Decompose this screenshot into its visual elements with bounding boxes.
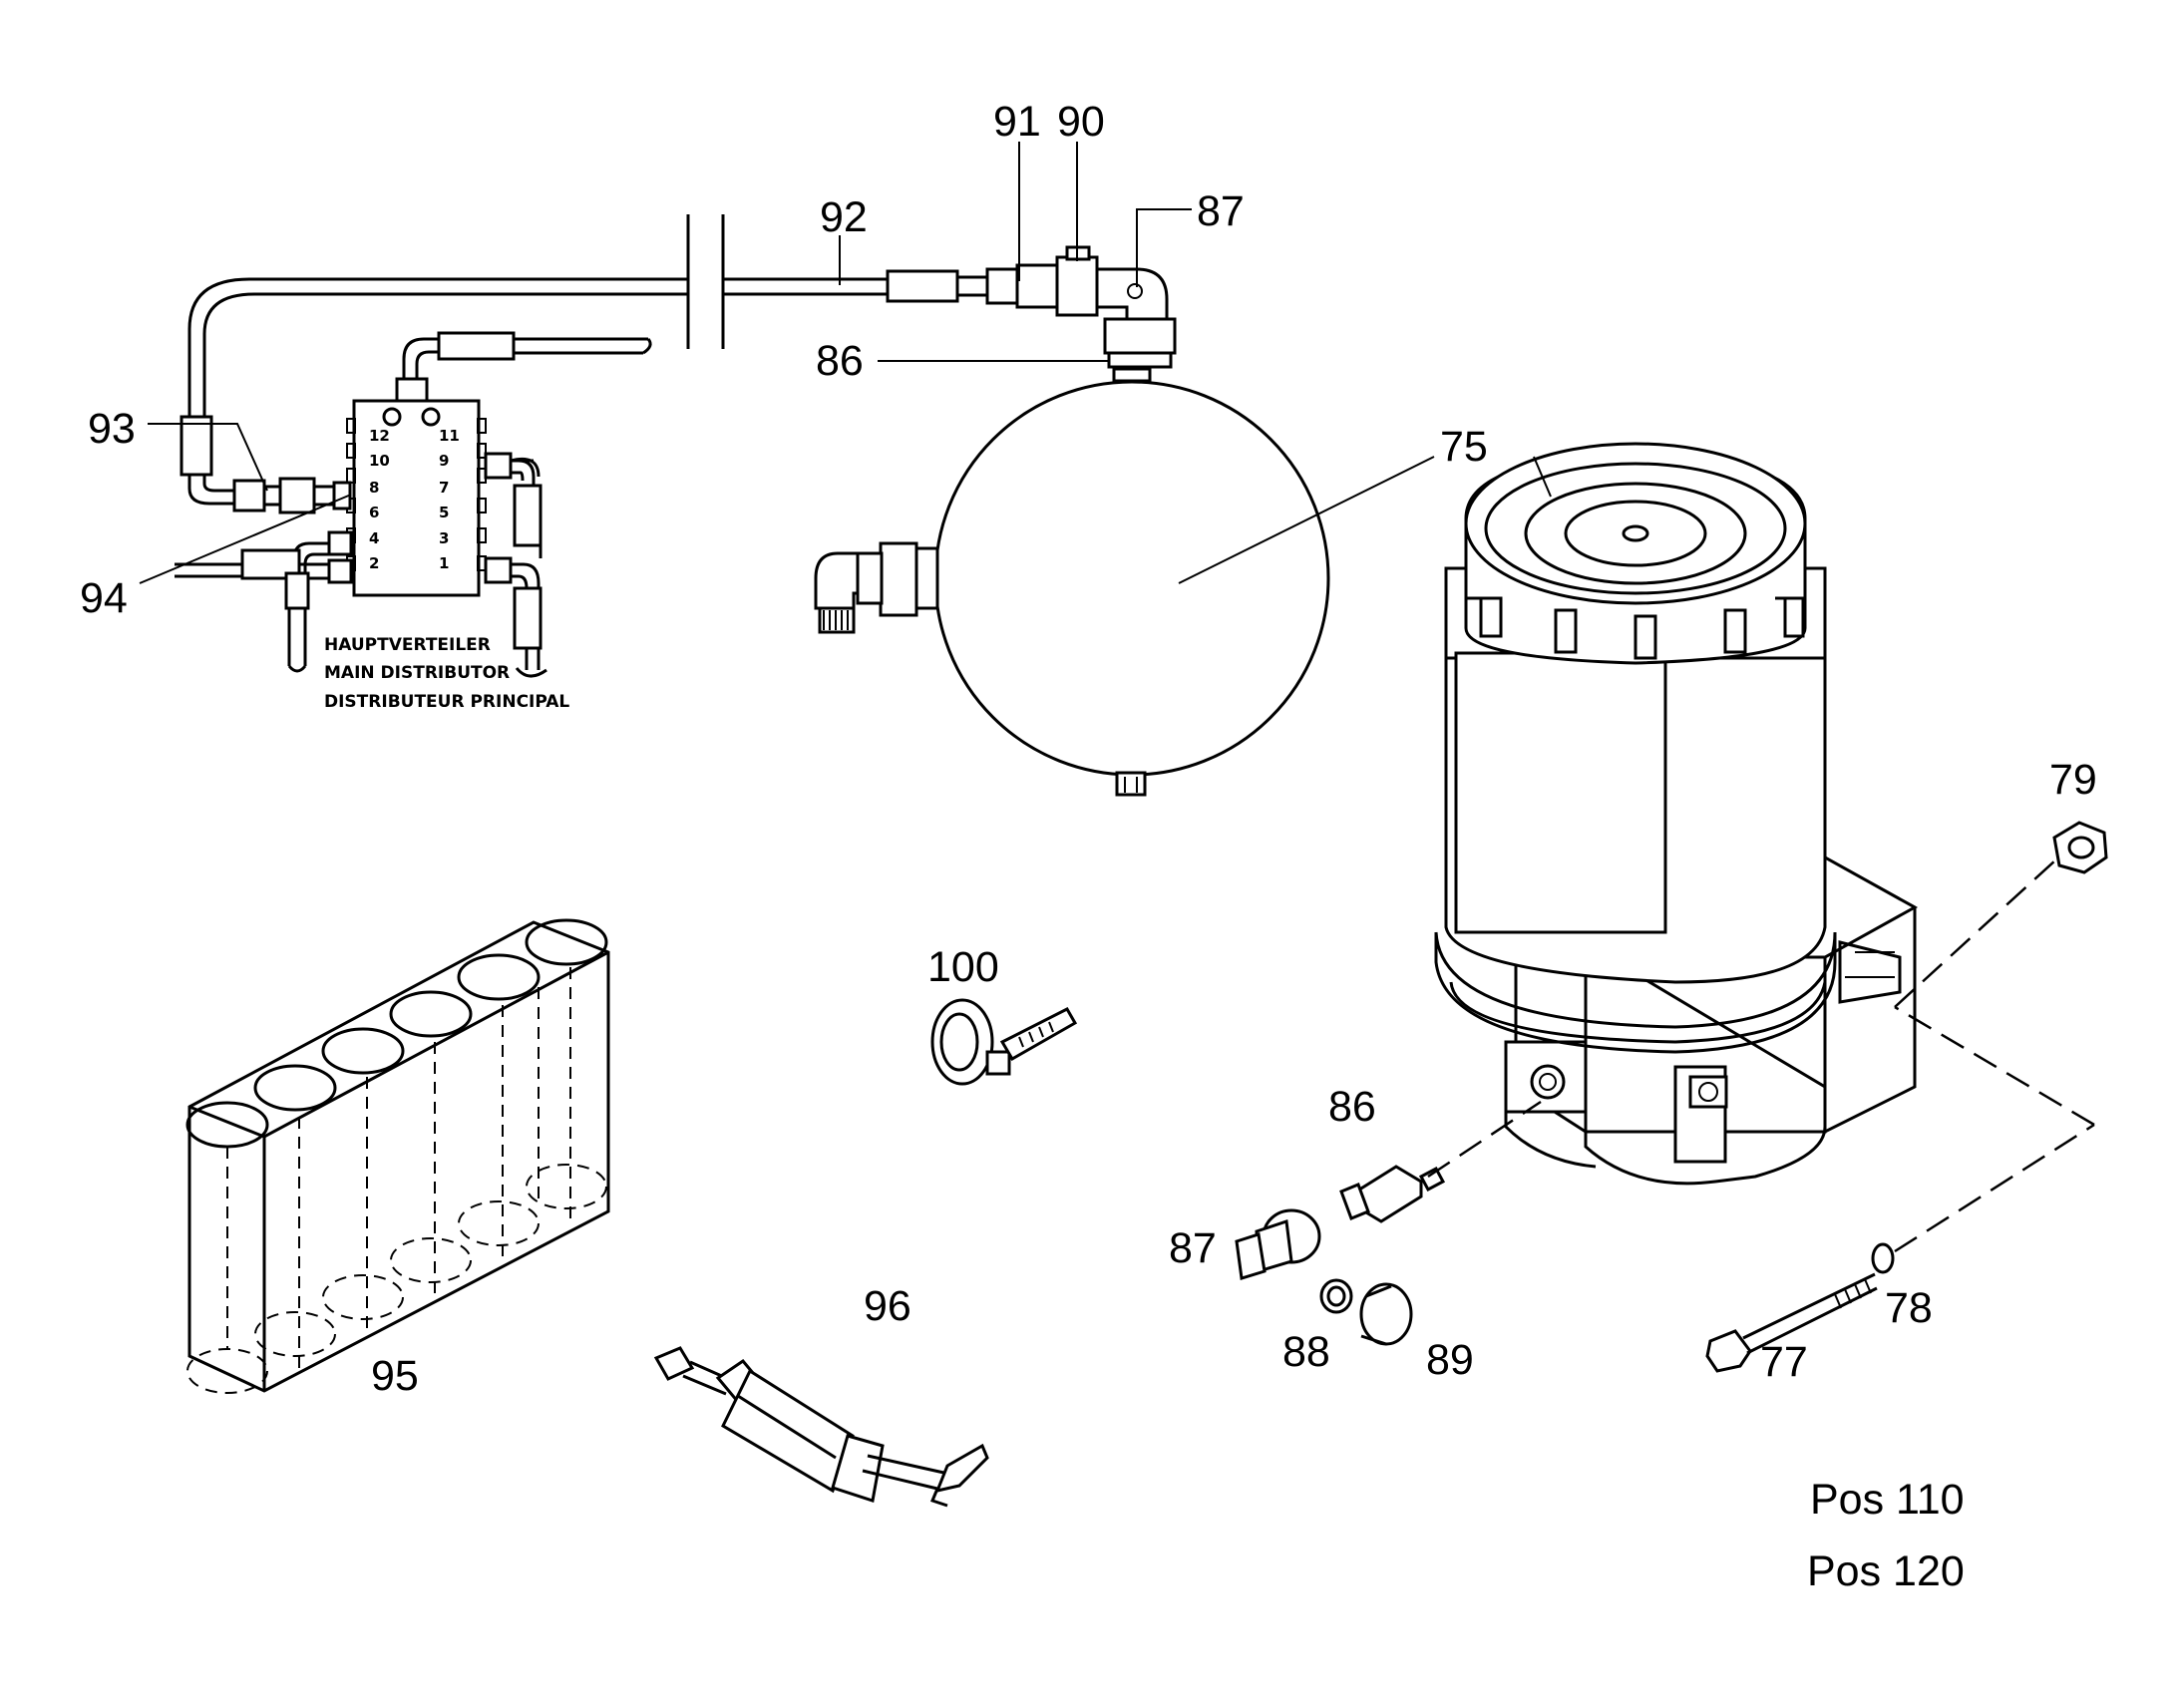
port-label-7: 7 [439,479,449,497]
part-100-clip [930,998,1078,1086]
callout-86-bottom: 86 [1328,1083,1376,1131]
callout-95: 95 [371,1352,419,1400]
callout-75: 75 [1440,423,1488,471]
port-label-12: 12 [369,427,390,445]
port-label-11: 11 [439,427,460,445]
assembly-lines [1427,858,2095,1253]
distributor-label-en: MAIN DISTRIBUTOR [324,663,510,683]
distributor-label-fr: DISTRIBUTEUR PRINCIPAL [324,692,569,712]
port-label-10: 10 [369,452,390,470]
distributor-label-de: HAUPTVERTEILER [324,635,491,655]
port-label-4: 4 [369,529,379,547]
small-fittings-group [1235,821,2108,1373]
callout-92: 92 [820,193,868,241]
port-label-9: 9 [439,452,449,470]
callout-79: 79 [2049,756,2097,804]
port-label-1: 1 [439,554,449,572]
callout-93: 93 [88,405,136,453]
position-notes: Pos 110 Pos 120 [1807,1476,1965,1595]
port-label-2: 2 [369,554,379,572]
lubrication-pump [1434,442,1919,1186]
callout-87-bottom: 87 [1169,1224,1217,1272]
cartridge-box [185,918,610,1394]
position-note-110: Pos 110 [1810,1476,1965,1524]
callout-90: 90 [1057,98,1105,146]
callout-labels: 91 90 92 87 86 93 94 75 79 100 86 87 88 … [80,98,2097,1400]
callout-100: 100 [927,943,999,991]
position-note-120: Pos 120 [1807,1547,1965,1595]
callout-87-top: 87 [1197,187,1245,235]
callout-94: 94 [80,574,128,622]
callout-86-top: 86 [816,337,864,385]
callout-77: 77 [1760,1338,1808,1386]
leader-lines [139,142,1552,584]
accumulator-sphere [814,367,1330,797]
port-label-3: 3 [439,529,449,547]
callout-96: 96 [864,1282,911,1330]
callout-88: 88 [1282,1328,1330,1376]
port-label-5: 5 [439,504,449,521]
grease-gun [653,1346,989,1508]
callout-78: 78 [1885,1284,1933,1332]
callout-89: 89 [1426,1336,1474,1384]
callout-91: 91 [993,98,1041,146]
port-label-8: 8 [369,479,379,497]
port-label-6: 6 [369,504,379,521]
